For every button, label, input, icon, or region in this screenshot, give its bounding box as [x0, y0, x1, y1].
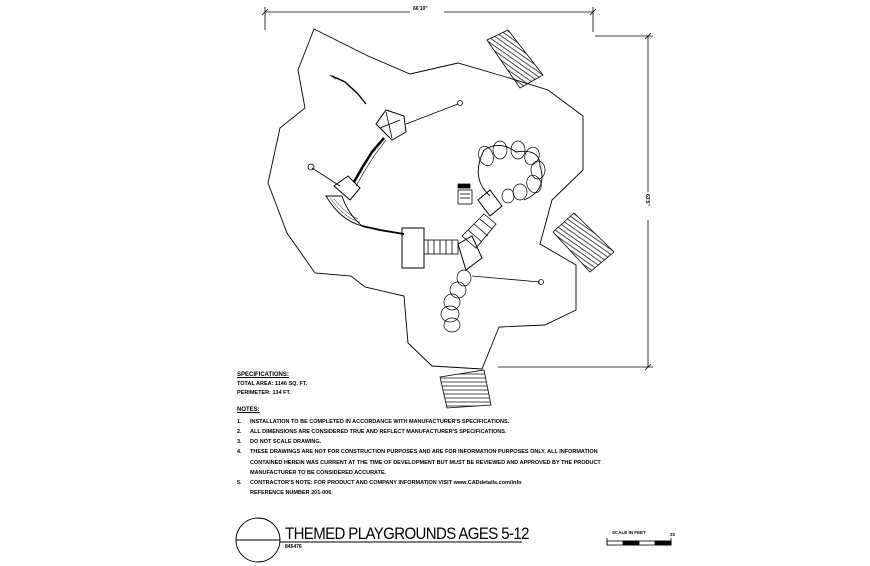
title-emblem: [235, 517, 522, 563]
total-area: TOTAL AREA: 1146 SQ. FT.: [237, 381, 308, 387]
specifications-heading: SPECIFICATIONS:: [237, 372, 289, 378]
note-text: DO NOT SCALE DRAWING.: [250, 439, 322, 445]
safety-surface-outline: [267, 28, 584, 370]
note-text: INSTALLATION TO BE COMPLETED IN ACCORDAN…: [250, 419, 510, 425]
perimeter: PERIMETER: 134 FT.: [237, 390, 291, 396]
hatched-pad-bottom: [439, 369, 492, 409]
note-text: REFERENCE NUMBER 201-006.: [250, 490, 333, 496]
top-dimension-label: 66'10": [413, 6, 428, 12]
note-number: 1.: [237, 419, 242, 425]
note-number: 3.: [237, 439, 242, 445]
notes-heading: NOTES:: [237, 407, 260, 413]
note-text: THESE DRAWINGS ARE NOT FOR CONSTRUCTION …: [250, 449, 598, 455]
drawing-title: THEMED PLAYGROUNDS AGES 5-12: [285, 524, 529, 544]
hatched-pad-right: [552, 212, 615, 273]
note-text: ALL DIMENSIONS ARE CONSIDERED TRUE AND R…: [250, 429, 507, 435]
scale-label: SCALE IN FEET: [612, 530, 646, 535]
note-text: CONTAINED HEREIN WAS CURRENT AT THE TIME…: [250, 460, 601, 466]
play-structure: [307, 74, 546, 333]
scale-mark: 20: [670, 532, 676, 537]
note-number: 5.: [237, 480, 242, 486]
hatched-pad-top-right: [486, 29, 544, 89]
drawing-code: 845476: [285, 544, 302, 550]
right-dimension-label: 63'5": [644, 194, 650, 206]
note-number: 4.: [237, 449, 242, 455]
note-text: CONTRACTOR'S NOTE: FOR PRODUCT AND COMPA…: [250, 480, 522, 486]
note-number: 2.: [237, 429, 242, 435]
note-text: MANUFACTURER TO BE CONSIDERED ACCURATE.: [250, 470, 387, 476]
scale-bar: [606, 538, 672, 546]
